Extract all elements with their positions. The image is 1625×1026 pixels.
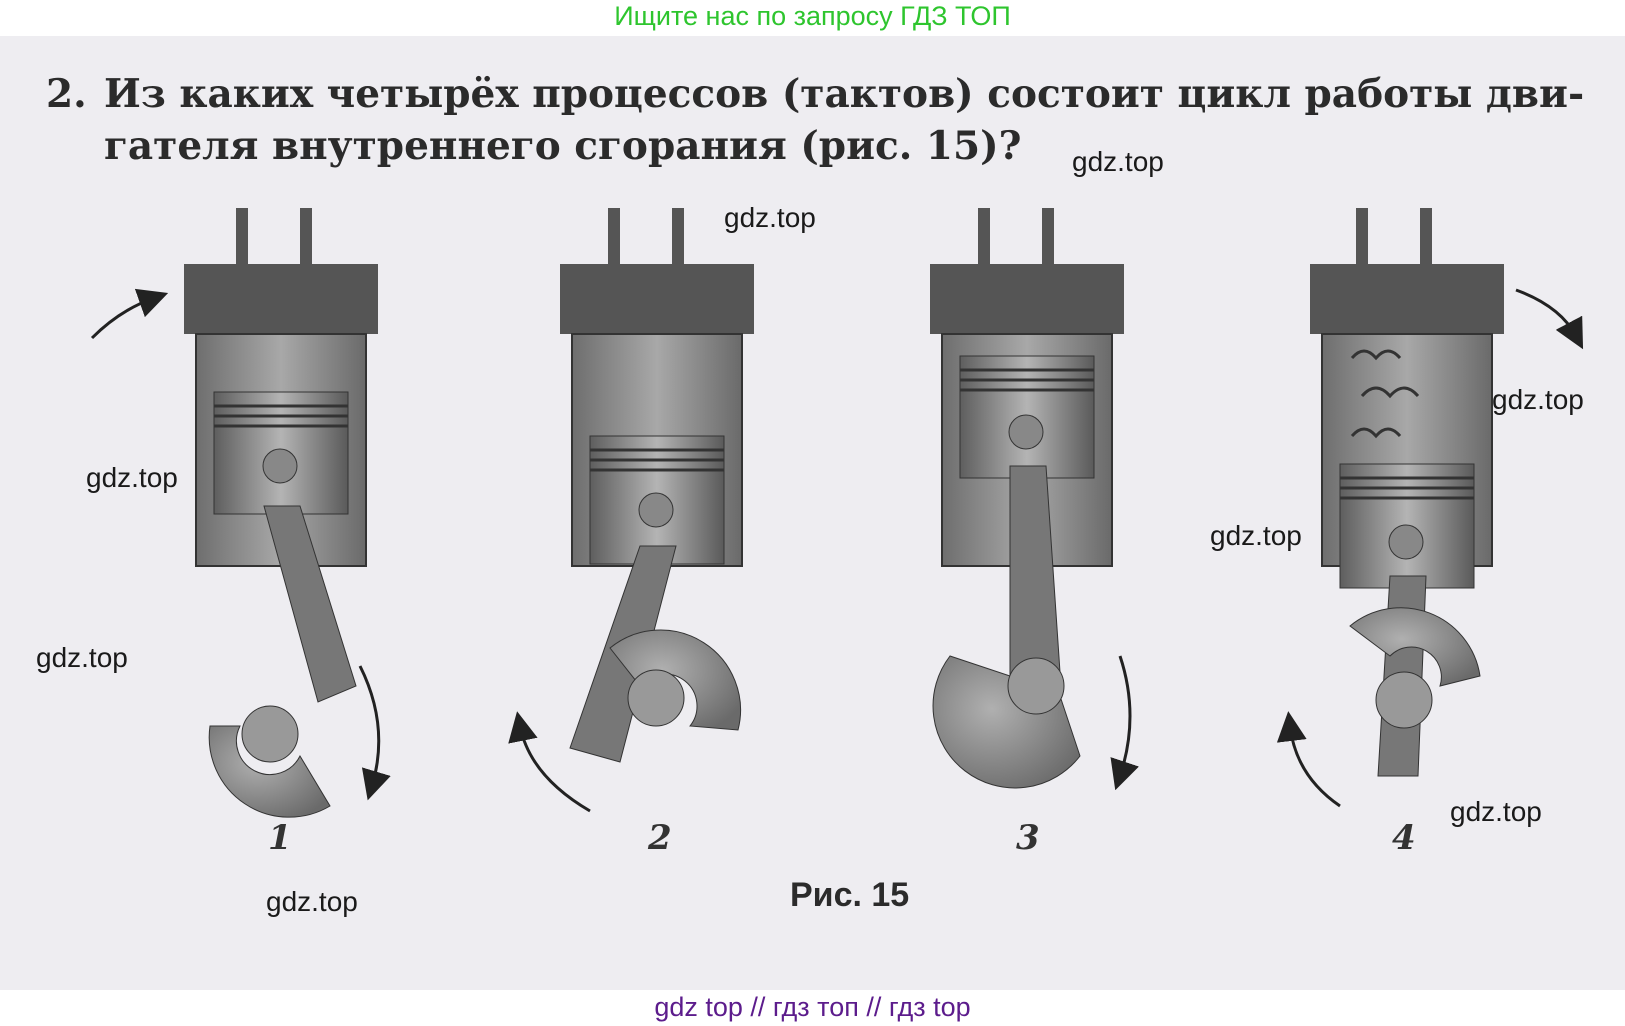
- engine-2: [508, 208, 754, 813]
- question-line-1: Из каких четырёх процессов (тактов) сост…: [104, 71, 1585, 117]
- textbook-page: 2. Из каких четырёх процессов (тактов) со…: [0, 36, 1625, 990]
- watermark: gdz.top: [86, 462, 178, 493]
- watermark: gdz.top: [266, 886, 358, 917]
- engine-4: [1276, 208, 1584, 808]
- caption-stroke-2: 2: [648, 818, 672, 858]
- top-banner[interactable]: Ищите нас по запросу ГДЗ ТОП: [614, 1, 1011, 31]
- engine-strokes-figure: [90, 208, 1584, 818]
- watermark: gdz.top: [36, 642, 128, 673]
- watermark: gdz.top: [1450, 796, 1542, 827]
- bottom-banner[interactable]: gdz top // гдз топ // гдз top: [654, 992, 971, 1022]
- watermark: gdz.top: [1492, 384, 1584, 415]
- watermark: gdz.top: [1210, 520, 1302, 551]
- caption-stroke-1: 1: [268, 818, 292, 858]
- question-line-2: гателя внутреннего сгорания (рис. 15)?: [104, 123, 1022, 169]
- watermark: gdz.top: [724, 202, 816, 233]
- caption-stroke-4: 4: [1392, 818, 1416, 858]
- watermark: gdz.top: [1072, 146, 1164, 177]
- figure-title: Рис. 15: [790, 876, 910, 914]
- question-number: 2.: [46, 71, 87, 117]
- caption-stroke-3: 3: [1016, 818, 1040, 858]
- question-text: 2. Из каких четырёх процессов (тактов) со…: [46, 68, 1586, 172]
- engine-1: [90, 208, 391, 818]
- engine-3: [930, 208, 1139, 791]
